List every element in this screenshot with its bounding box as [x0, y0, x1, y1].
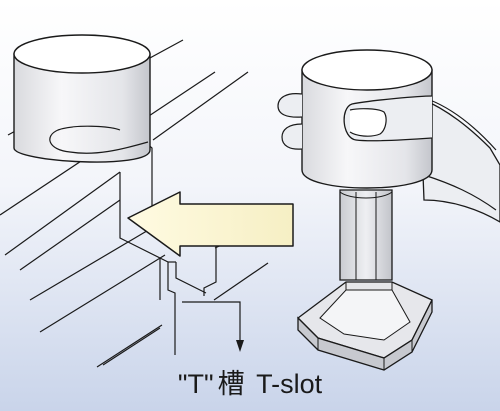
arrow-left-icon	[127, 191, 294, 257]
caption-symbol: "T"	[177, 369, 214, 399]
caption-english: T-slot	[256, 369, 323, 399]
t-slot-cutter	[277, 49, 500, 371]
arrow-down-icon	[182, 301, 244, 352]
caption-chinese: 槽	[217, 369, 245, 399]
caption: "T"槽 T-slot	[0, 362, 500, 401]
cutter-cylinder	[13, 34, 151, 163]
